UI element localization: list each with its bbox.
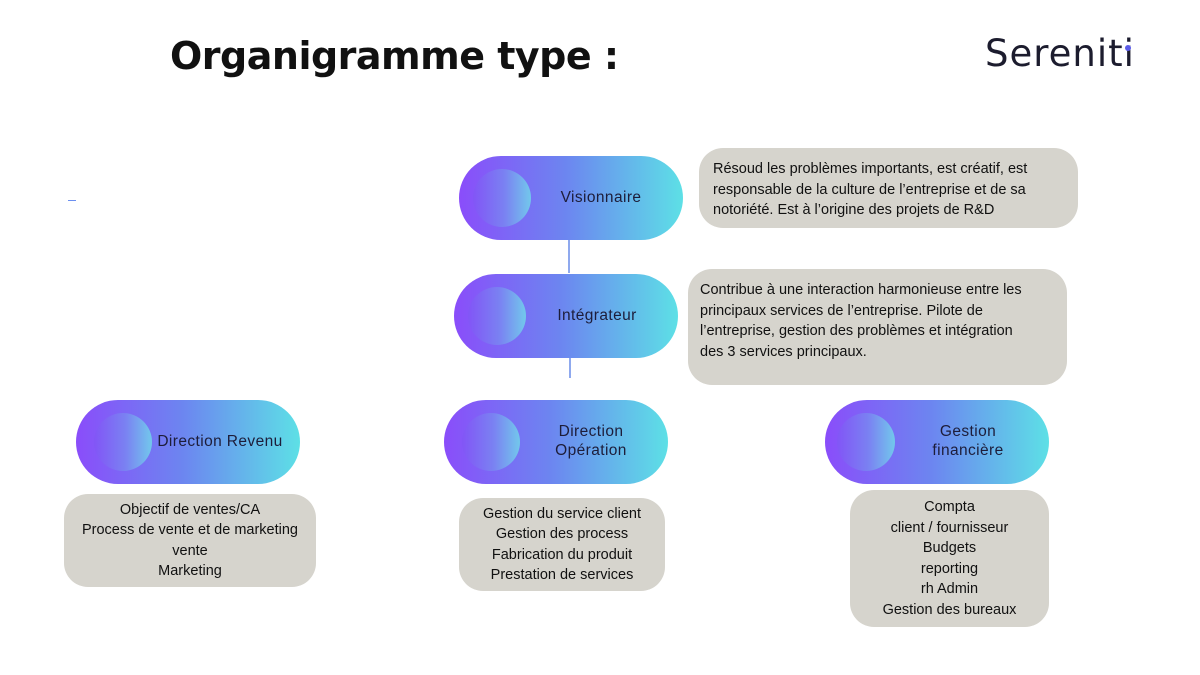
description-line: notoriété. Est à l’origine des projets d… [713, 202, 995, 218]
list-item: Gestion des process [495, 526, 629, 542]
node-label: Intégrateur [557, 307, 637, 325]
node-knob-icon [94, 413, 152, 471]
node-knob-icon [837, 413, 895, 471]
list-item: Gestion des bureaux [882, 601, 1017, 618]
description-line: des 3 services principaux. [700, 343, 867, 360]
node-label: Visionnaire [560, 189, 642, 207]
node-integrateur: Intégrateur [454, 274, 678, 358]
node-label: Gestion financière [932, 422, 1004, 459]
list-item: Marketing [158, 563, 222, 579]
items-direction-operation: Gestion du service client Gestion des pr… [459, 498, 665, 591]
page-title: Organigramme type : [170, 34, 619, 78]
list-item: Budgets [922, 540, 977, 556]
list-item: Gestion du service client [483, 505, 641, 522]
node-visionnaire: Visionnaire [459, 156, 683, 240]
list-item: Process de vente et de marketing [81, 522, 298, 538]
node-knob-icon [462, 413, 520, 471]
node-direction-operation: Direction Opération [444, 400, 668, 484]
description-line: responsable de la culture de l’entrepris… [713, 181, 1026, 198]
description-line: Résoud les problèmes importants, est cré… [713, 161, 1028, 177]
node-gestion-financiere: Gestion financière [825, 400, 1049, 484]
description-integrateur: Contribue à une interaction harmonieuse … [688, 269, 1067, 385]
description-line: principaux services de l’entreprise. Pil… [700, 302, 983, 319]
description-line: l’entreprise, gestion des problèmes et i… [700, 323, 1013, 339]
list-item: Fabrication du produit [491, 546, 633, 563]
list-item: vente [172, 542, 208, 559]
node-knob-icon [468, 287, 526, 345]
list-item: reporting [920, 560, 979, 577]
list-item: Compta [924, 499, 975, 515]
node-label: Direction Opération [555, 422, 627, 459]
logo-dot-icon [1125, 45, 1131, 51]
connector-visionnaire-integrateur [568, 240, 570, 273]
node-label: Direction Revenu [157, 433, 283, 451]
connector-integrateur-operation [569, 357, 571, 378]
items-gestion-financiere: Compta client / fournisseur Budgets repo… [850, 490, 1049, 627]
items-direction-revenu: Objectif de ventes/CA Process de vente e… [64, 494, 316, 587]
list-item: client / fournisseur [890, 519, 1009, 536]
list-item: Objectif de ventes/CA [119, 501, 261, 518]
description-line: Contribue à une interaction harmonieuse … [700, 282, 1022, 298]
list-item: Prestation de services [490, 567, 634, 583]
list-item: rh Admin [920, 581, 979, 597]
node-direction-revenu: Direction Revenu [76, 400, 300, 484]
description-visionnaire: Résoud les problèmes importants, est cré… [699, 148, 1078, 228]
stray-dash [68, 200, 76, 201]
node-knob-icon [473, 169, 531, 227]
sereniti-logo: Sereniti [985, 32, 1135, 75]
